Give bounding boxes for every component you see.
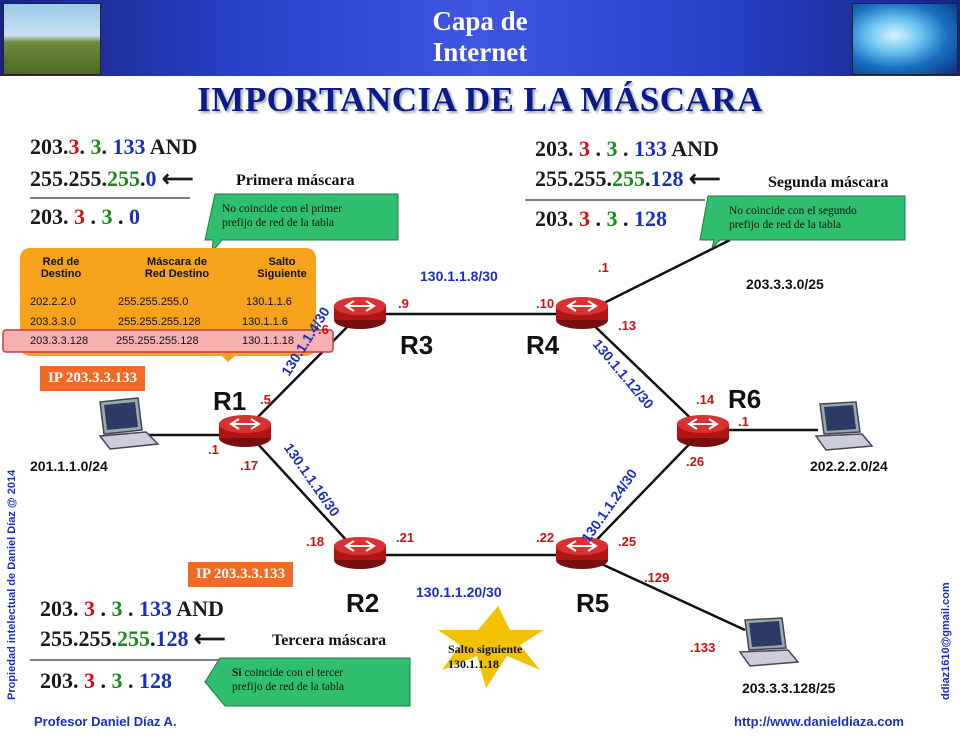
net-r2-r5: 130.1.1.20/30 xyxy=(416,584,502,600)
footer-right[interactable]: http://www.danieldiaza.com xyxy=(734,714,904,729)
op3-mask: 255.255.255.128 ⟵ xyxy=(40,626,226,651)
side-text-right: ddiaz1610@gmail.com xyxy=(940,582,952,700)
op1-mask-label: Primera máscara xyxy=(236,172,355,189)
callout-3-shape xyxy=(204,657,411,707)
op2-mask: 255.255.255.128 ⟵ xyxy=(535,166,721,191)
addr-pc-bottom: .133 xyxy=(690,640,716,655)
op3-ip: 203. 3 . 3 . 133 AND xyxy=(40,596,224,621)
routing-table-highlight xyxy=(2,329,334,353)
router-r6-icon xyxy=(677,415,729,447)
laptop-right-icon xyxy=(814,401,874,451)
table-row: 203.3.3.0 xyxy=(30,316,76,328)
addr-r1-bottom: .17 xyxy=(240,458,259,473)
addr-r5-left: .22 xyxy=(536,530,555,545)
router-r1-label: R1 xyxy=(213,386,247,416)
link-r1-r3 xyxy=(244,313,361,431)
laptop-bottom-icon xyxy=(738,617,800,667)
router-r3-label: R3 xyxy=(400,330,434,360)
addr-r4-left: .10 xyxy=(536,296,555,311)
header-title-line1: Capa de xyxy=(432,6,528,36)
router-r4-label: R4 xyxy=(526,330,560,360)
router-r2-icon xyxy=(334,537,386,569)
op3-result: 203. 3 . 3 . 128 xyxy=(40,668,172,693)
op1-ip: 203.3. 3. 133 AND xyxy=(30,134,198,159)
router-r1-icon xyxy=(219,415,271,447)
header-title: Capa de Internet xyxy=(330,6,630,68)
router-r2-label: R2 xyxy=(346,588,380,618)
net-r3-r4: 130.1.1.8/30 xyxy=(420,268,498,284)
addr-r4-bottom: .13 xyxy=(618,318,637,333)
addr-r3-right: .9 xyxy=(398,296,409,311)
ip-label-bottom: IP 203.3.3.133 xyxy=(188,562,294,587)
laptop-left-icon xyxy=(98,397,160,450)
link-r4-pc xyxy=(581,238,731,316)
header-bar xyxy=(0,0,960,76)
addr-r2-top: .18 xyxy=(306,534,325,549)
ip-label-top: IP 203.3.3.133 xyxy=(40,366,146,391)
addr-r6-bottom: .26 xyxy=(686,454,705,469)
op1-result: 203. 3 . 3 . 0 xyxy=(30,204,140,229)
table-row-highlighted: 255.255.255.128 xyxy=(116,335,199,347)
addr-r5-bottom: .129 xyxy=(644,570,670,585)
op2-result: 203. 3 . 3 . 128 xyxy=(535,206,667,231)
side-text-left: Propiedad intelectual de Daniel Díaz @ 2… xyxy=(6,469,18,700)
main-title: IMPORTANCIA DE LA MÁSCARA xyxy=(197,80,763,119)
header-photo-left xyxy=(3,3,101,75)
op1-mask: 255.255.255.0 ⟵ xyxy=(30,166,194,191)
router-r5-icon xyxy=(556,537,608,569)
table-row: 130.1.1.6 xyxy=(246,296,292,308)
link-r5-pc xyxy=(581,553,746,632)
addr-r1-left: .1 xyxy=(208,442,219,457)
addr-r1-top: .5 xyxy=(260,392,271,407)
table-row-highlighted: 130.1.1.18 xyxy=(242,335,294,347)
lan-bottom-right: 203.3.3.128/25 xyxy=(742,680,836,696)
star-shape xyxy=(438,606,544,688)
router-r5-label: R5 xyxy=(576,588,610,618)
op2-ip: 203. 3 . 3 . 133 AND xyxy=(535,136,719,161)
routing-table-box xyxy=(20,248,316,356)
addr-r2-right: .21 xyxy=(396,530,415,545)
table-row: 202.2.2.0 xyxy=(30,296,76,308)
addr-r4-top: .1 xyxy=(598,260,609,275)
callout-1-shape xyxy=(204,193,399,254)
link-r5-r6 xyxy=(581,429,704,556)
router-r3-icon xyxy=(334,297,386,329)
table-row: 255.255.255.128 xyxy=(118,316,201,328)
lan-right: 202.2.2.0/24 xyxy=(810,458,888,474)
table-row: 255.255.255.0 xyxy=(118,296,189,308)
lan-left: 201.1.1.0/24 xyxy=(30,458,108,474)
addr-r6-right: .1 xyxy=(738,414,749,429)
link-r4-r6 xyxy=(581,313,704,431)
table-row-highlighted: 203.3.3.128 xyxy=(30,335,89,347)
table-row: 130.1.1.6 xyxy=(242,316,288,328)
header-title-line2: Internet xyxy=(432,37,528,67)
link-r1-r2 xyxy=(244,429,361,556)
op3-mask-label: Tercera máscara xyxy=(272,632,387,649)
addr-r5-top: .25 xyxy=(618,534,637,549)
header-photo-right xyxy=(852,3,958,75)
op2-mask-label: Segunda máscara xyxy=(768,174,889,191)
router-r6-label: R6 xyxy=(728,384,762,414)
footer-left: Profesor Daniel Díaz A. xyxy=(34,714,177,729)
lan-top-right: 203.3.3.0/25 xyxy=(746,276,824,292)
addr-r6-top: .14 xyxy=(696,392,715,407)
router-r4-icon xyxy=(556,297,608,329)
callout-2-shape xyxy=(699,195,906,250)
addr-r3-left: .6 xyxy=(318,322,329,337)
